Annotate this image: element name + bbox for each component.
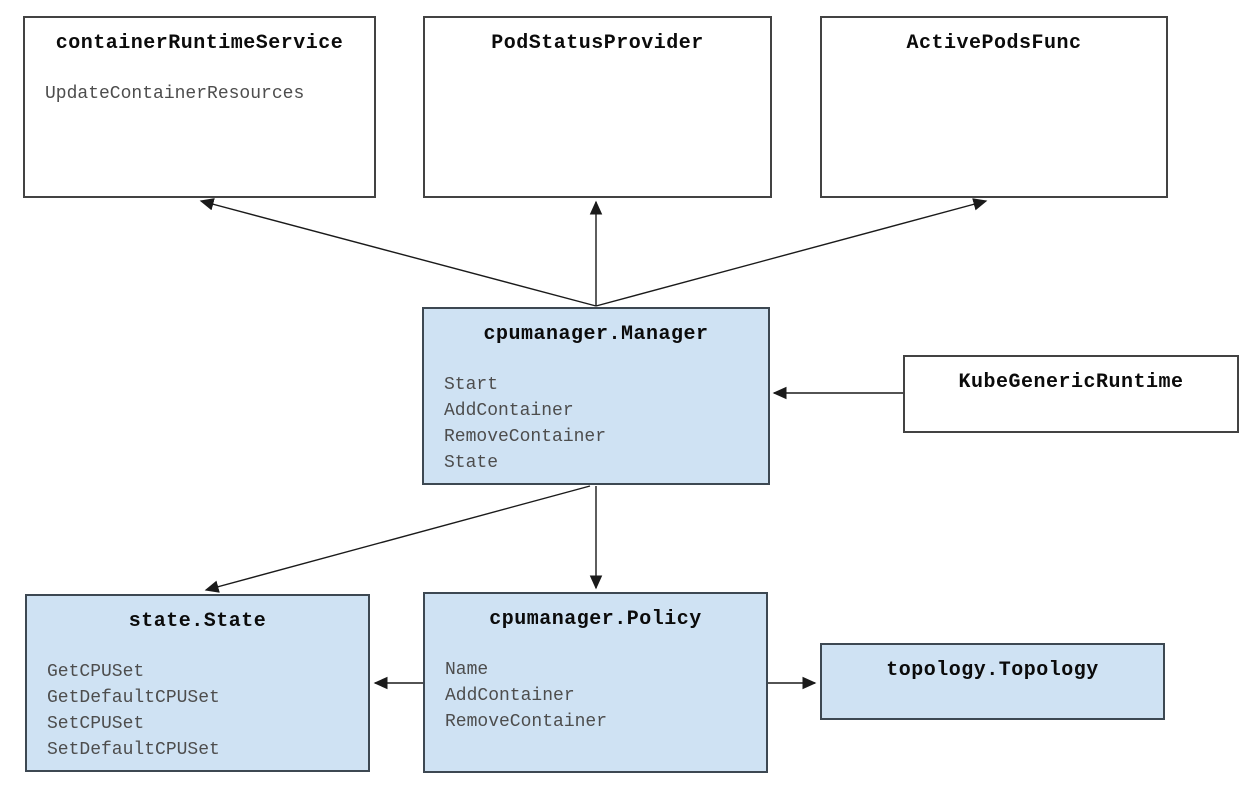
arrow-manager-to-container-runtime-service xyxy=(199,198,597,307)
node-method-list: Name AddContainer RemoveContainer xyxy=(425,657,766,735)
method-label: GetCPUSet xyxy=(47,662,145,682)
node-container-runtime-service: containerRuntimeService UpdateContainerR… xyxy=(23,16,376,198)
node-title: cpumanager.Manager xyxy=(483,323,709,346)
method-label: Start xyxy=(444,375,499,395)
method-label: SetDefaultCPUSet xyxy=(47,740,220,760)
arrow-manager-to-state xyxy=(204,485,591,593)
node-title: ActivePodsFunc xyxy=(906,32,1082,55)
method-label: UpdateContainerResources xyxy=(45,84,305,104)
method-label: AddContainer xyxy=(445,686,575,706)
node-title: state.State xyxy=(128,610,267,633)
method-label: Name xyxy=(445,660,489,680)
node-kube-generic-runtime: KubeGenericRuntime xyxy=(903,355,1239,433)
arrow-manager-to-active-pods-func xyxy=(595,198,988,307)
node-title: cpumanager.Policy xyxy=(489,608,702,631)
node-cpumanager-manager: cpumanager.Manager Start AddContainer Re… xyxy=(422,307,770,485)
node-cpumanager-policy: cpumanager.Policy Name AddContainer Remo… xyxy=(423,592,768,773)
node-title: KubeGenericRuntime xyxy=(958,371,1184,394)
node-title: PodStatusProvider xyxy=(491,32,704,55)
node-topology-topology: topology.Topology xyxy=(820,643,1165,720)
node-active-pods-func: ActivePodsFunc xyxy=(820,16,1168,198)
node-pod-status-provider: PodStatusProvider xyxy=(423,16,772,198)
method-label: AddContainer xyxy=(444,401,574,421)
node-title: containerRuntimeService xyxy=(55,32,344,55)
method-label: SetCPUSet xyxy=(47,714,145,734)
node-state-state: state.State GetCPUSet GetDefaultCPUSet S… xyxy=(25,594,370,772)
node-method-list: UpdateContainerResources xyxy=(25,81,374,107)
method-label: State xyxy=(444,453,499,473)
method-label: RemoveContainer xyxy=(444,427,607,447)
method-label: GetDefaultCPUSet xyxy=(47,688,220,708)
node-title: topology.Topology xyxy=(886,659,1099,682)
method-label: RemoveContainer xyxy=(445,712,608,732)
node-method-list: GetCPUSet GetDefaultCPUSet SetCPUSet Set… xyxy=(27,659,368,763)
node-method-list: Start AddContainer RemoveContainer State xyxy=(424,372,768,476)
